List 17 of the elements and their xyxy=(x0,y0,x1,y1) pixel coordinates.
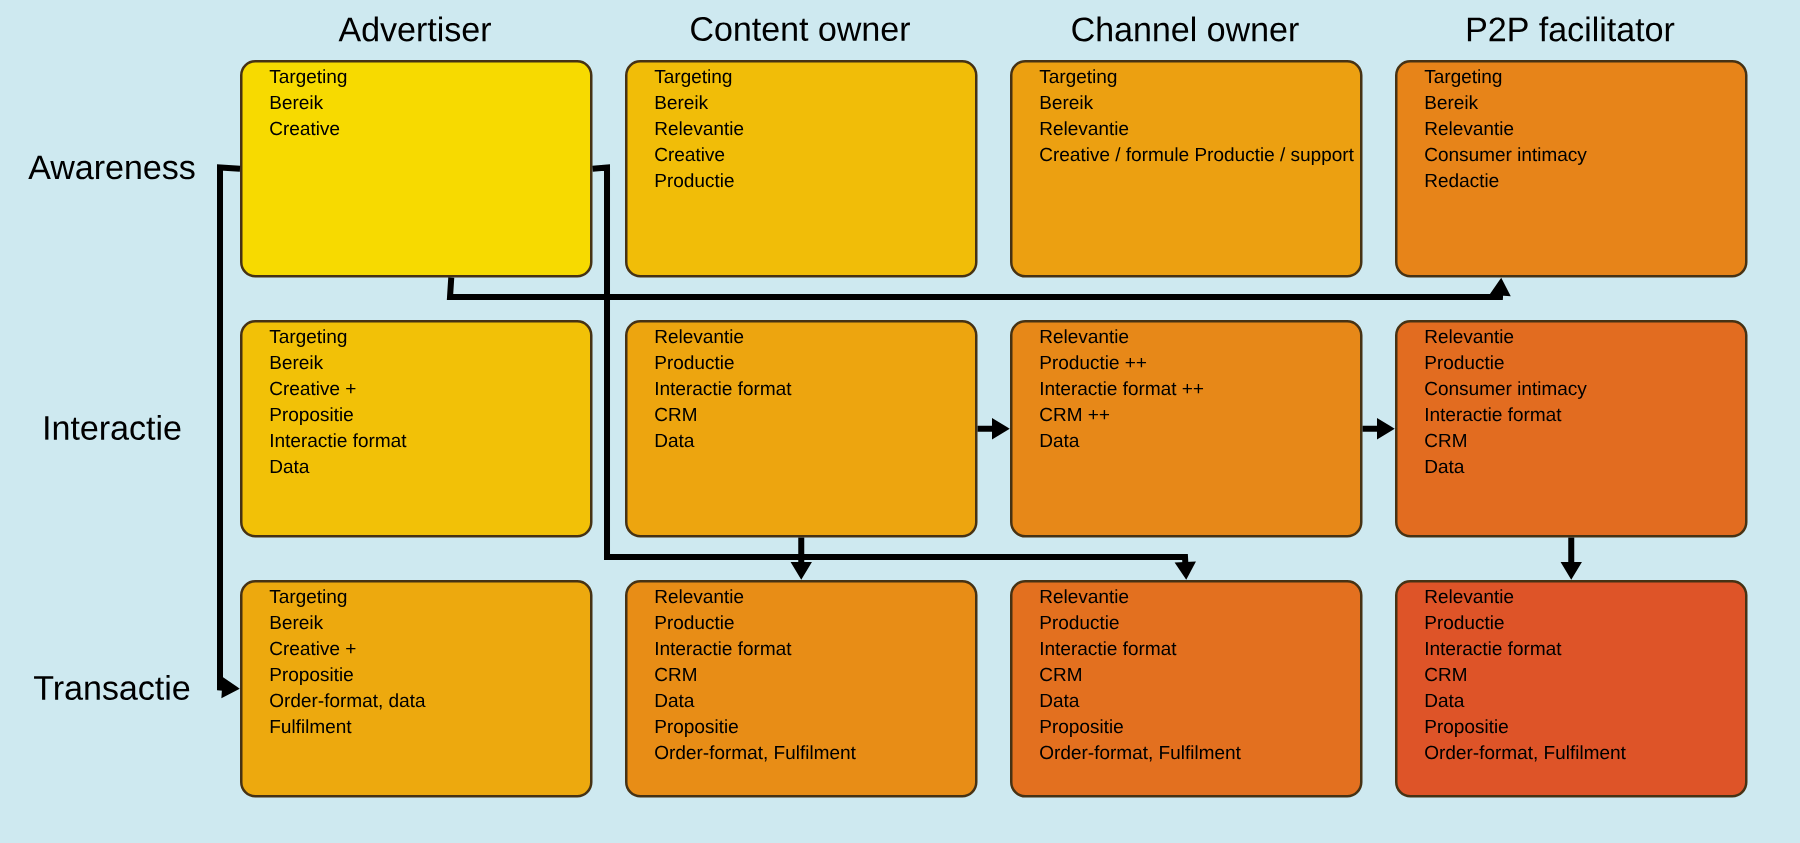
row-label: Awareness xyxy=(28,155,195,180)
cell-box: Relevantie Productie Interactie format CRM Data Propositie Order-format, Fulfilment xyxy=(1395,580,1748,798)
cell-box: Targeting Bereik Relevantie Creative Productie xyxy=(625,60,978,278)
cell-box: Relevantie Productie Interactie format CRM Data Propositie Order-format, Fulfilment xyxy=(625,580,978,798)
row-label: Transactie xyxy=(34,675,190,700)
column-header: Channel owner xyxy=(1072,16,1299,42)
cell-box: Targeting Bereik Creative xyxy=(240,60,593,278)
cell-box: Targeting Bereik Creative + Propositie Interactie format Data xyxy=(240,320,593,538)
cell-box: Relevantie Productie Consumer intimacy Interactie format CRM Data xyxy=(1395,320,1748,538)
column-header: Content owner xyxy=(691,16,910,42)
row-label: Interactie xyxy=(45,415,181,440)
cell-box: Relevantie Productie Interactie format CRM Data Propositie Order-format, Fulfilment xyxy=(1010,580,1363,798)
cell-box: Relevantie Productie ++ Interactie format ++ CRM ++ Data xyxy=(1010,320,1363,538)
cell-box: Targeting Bereik Relevantie Creative / formule Productie / support xyxy=(1010,60,1363,278)
cell-box: Targeting Bereik Creative + Propositie Order-format, data Fulfilment xyxy=(240,580,593,798)
cell-box: Relevantie Productie Interactie format CRM Data xyxy=(625,320,978,538)
cell-box: Targeting Bereik Relevantie Consumer intimacy Redactie xyxy=(1395,60,1748,278)
